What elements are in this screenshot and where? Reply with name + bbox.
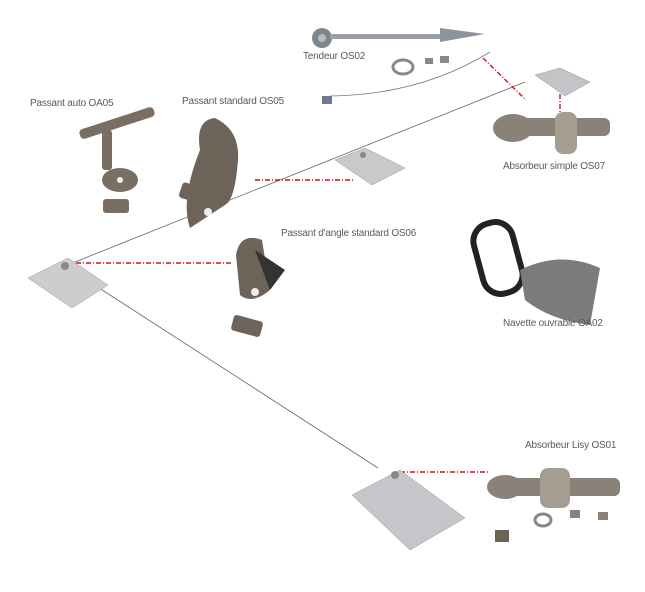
anchor-post-left: [61, 262, 69, 270]
label-absorbeur-lisy: Absorbeur Lisy OS01: [525, 440, 617, 451]
tendeur-part: [312, 28, 485, 104]
anchor-plate-left: [27, 257, 109, 309]
anchor-plate-top: [534, 67, 591, 97]
passant-auto-part: [79, 107, 155, 213]
label-passant-auto: Passant auto OA05: [30, 98, 114, 109]
label-navette: Navette ouvrable OA02: [503, 318, 603, 329]
tendeur-cable: [329, 51, 491, 97]
passant-standard-part: [179, 118, 239, 228]
passant-angle-part: [231, 237, 285, 337]
navette-part: [470, 219, 600, 325]
anchor-plate-bottom: [351, 469, 466, 551]
cable-upper: [64, 81, 526, 267]
anchor-post-bottom: [391, 471, 399, 479]
absorbeur-lisy-part: [487, 468, 620, 542]
leader-tendeur: [482, 57, 527, 101]
anchor-plate-middle: [334, 147, 406, 186]
label-tendeur: Tendeur OS02: [303, 51, 366, 62]
label-passant-angle: Passant d'angle standard OS06: [281, 228, 417, 239]
absorbeur-simple-part: [493, 112, 610, 154]
anchor-post-middle: [360, 152, 366, 158]
label-absorbeur-simple: Absorbeur simple OS07: [503, 161, 605, 172]
cable-lower: [64, 265, 379, 469]
label-passant-standard: Passant standard OS05: [182, 96, 284, 107]
